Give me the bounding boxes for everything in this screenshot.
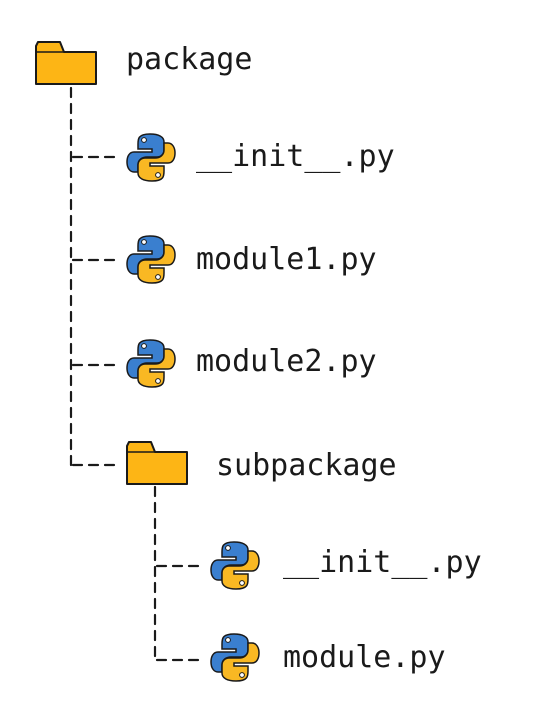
folder-icon bbox=[126, 441, 188, 485]
python-icon bbox=[126, 339, 176, 388]
tree-item-label: module1.py bbox=[196, 242, 377, 277]
folder-icon bbox=[35, 41, 97, 85]
python-icon bbox=[210, 633, 260, 682]
tree-item-label: __init__.py bbox=[196, 139, 395, 174]
python-icon bbox=[126, 235, 176, 284]
tree-root-label: package bbox=[126, 42, 253, 77]
python-icon bbox=[126, 133, 176, 182]
python-icon bbox=[210, 541, 260, 590]
tree-item-label: __init__.py bbox=[283, 545, 482, 580]
tree-item-label: module.py bbox=[283, 640, 446, 675]
tree-item-label: module2.py bbox=[196, 344, 377, 379]
tree-folder-label: subpackage bbox=[216, 448, 397, 483]
